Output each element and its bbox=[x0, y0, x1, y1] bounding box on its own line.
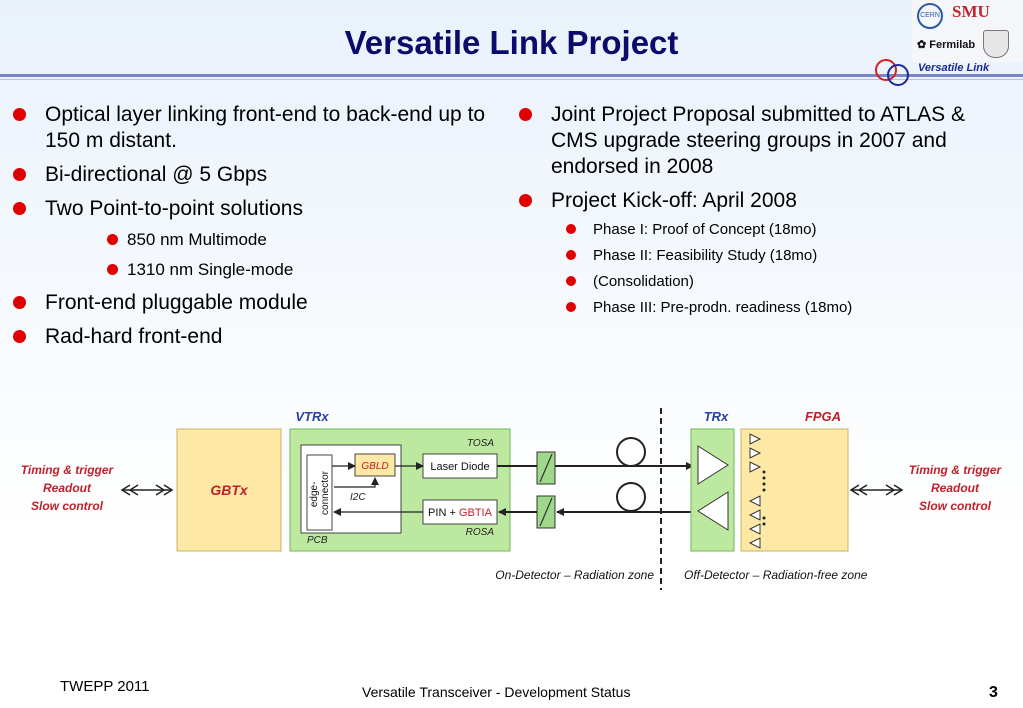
right-bidirectional-arrow-icon bbox=[849, 484, 904, 496]
trx-label: TRx bbox=[704, 409, 729, 424]
gbtx-block bbox=[176, 428, 282, 552]
off-detector-zone-label: Off-Detector – Radiation-free zone bbox=[684, 568, 868, 582]
left-bidirectional-arrow-icon bbox=[120, 484, 174, 496]
versatile-link-tagline: Versatile Link bbox=[918, 62, 990, 74]
bullet-text: Rad-hard front-end bbox=[45, 325, 223, 348]
laser-diode-label: Laser Diode bbox=[430, 461, 489, 473]
left-bullet: Rad-hard front-end bbox=[13, 324, 500, 350]
title-rule bbox=[0, 74, 1023, 77]
left-bullet-list: Optical layer linking front-end to back-… bbox=[13, 102, 500, 358]
trx-receiver-triangle-icon bbox=[697, 445, 729, 485]
smu-logo: SMU bbox=[952, 2, 990, 21]
bullet-dot-icon bbox=[566, 224, 576, 234]
trx-module bbox=[690, 428, 735, 552]
bullet-dot-icon bbox=[107, 234, 118, 245]
left-bullet: Front-end pluggable module bbox=[13, 290, 500, 316]
fpga-io-buffers bbox=[748, 433, 762, 549]
trx-transmitter-triangle-icon bbox=[697, 491, 729, 531]
bullet-dot-icon bbox=[13, 168, 26, 181]
fpga-io-dots bbox=[762, 470, 766, 526]
bullet-text: Front-end pluggable module bbox=[45, 291, 308, 314]
bullet-dot-icon bbox=[566, 250, 576, 260]
edge-connector-line: edge- bbox=[309, 482, 320, 508]
versatile-link-rings-icon bbox=[875, 59, 909, 86]
gbtia-label: GBTIA bbox=[459, 507, 493, 519]
right-bullet: Project Kick-off: April 2008 bbox=[519, 188, 1001, 214]
left-sub-bullet: 1310 nm Single-mode bbox=[107, 260, 500, 280]
pin-gbtia-label: PIN + GBTIA bbox=[428, 507, 493, 519]
right-sub-bullet: (Consolidation) bbox=[566, 272, 1001, 291]
right-sub-bullet: Phase III: Pre-prodn. readiness (18mo) bbox=[566, 298, 1001, 317]
left-signal-label: Readout bbox=[43, 481, 92, 495]
left-bullet: Bi-directional @ 5 Gbps bbox=[13, 162, 500, 188]
bullet-text: Phase III: Pre-prodn. readiness (18mo) bbox=[593, 299, 853, 316]
bullet-text: Two Point-to-point solutions bbox=[45, 197, 303, 220]
fermilab-logo-text: Fermilab bbox=[929, 39, 976, 51]
footer-subtitle: Versatile Transceiver - Development Stat… bbox=[362, 684, 631, 700]
bullet-text: 850 nm Multimode bbox=[127, 230, 267, 249]
right-signal-label: Readout bbox=[931, 481, 980, 495]
edge-connector-label: edge- connector bbox=[309, 470, 331, 515]
cern-logo: CERN bbox=[917, 3, 943, 29]
bullet-text: 1310 nm Single-mode bbox=[127, 260, 294, 279]
link-architecture-diagram: Timing & trigger Readout Slow control GB… bbox=[21, 408, 1003, 590]
i2c-label: I2C bbox=[350, 492, 366, 503]
oxford-crest-icon bbox=[983, 30, 1009, 58]
bullet-text: Joint Project Proposal submitted to ATLA… bbox=[551, 103, 965, 178]
right-sub-bullet: Phase I: Proof of Concept (18mo) bbox=[566, 220, 1001, 239]
page-number: 3 bbox=[989, 684, 998, 701]
fiber-coil-bottom-icon bbox=[616, 482, 646, 512]
bullet-text: Phase I: Proof of Concept (18mo) bbox=[593, 221, 817, 238]
left-bullet: Two Point-to-point solutions bbox=[13, 196, 500, 222]
pcb-label: PCB bbox=[307, 535, 328, 546]
fiber-coil-top-icon bbox=[616, 437, 646, 467]
bullet-dot-icon bbox=[13, 202, 26, 215]
gbld-label: GBLD bbox=[361, 461, 388, 472]
bullet-dot-icon bbox=[107, 264, 118, 275]
laser-diode-block bbox=[422, 453, 498, 479]
left-signal-label: Timing & trigger bbox=[21, 463, 115, 477]
pin-label: PIN + bbox=[428, 507, 459, 519]
bullet-text: Optical layer linking front-end to back-… bbox=[45, 103, 486, 152]
left-signal-label: Slow control bbox=[31, 499, 104, 513]
bullet-dot-icon bbox=[519, 194, 532, 207]
edge-connector-line: connector bbox=[320, 470, 331, 515]
fermilab-logo: ✿ Fermilab bbox=[917, 39, 976, 51]
bullet-dot-icon bbox=[519, 108, 532, 121]
bullet-dot-icon bbox=[13, 330, 26, 343]
bullet-text: Phase II: Feasibility Study (18mo) bbox=[593, 247, 818, 264]
bullet-dot-icon bbox=[566, 276, 576, 286]
bullet-text: Bi-directional @ 5 Gbps bbox=[45, 163, 268, 186]
footer-event: TWEPP 2011 bbox=[60, 678, 150, 695]
on-detector-zone-label: On-Detector – Radiation zone bbox=[495, 568, 654, 582]
left-bullet: Optical layer linking front-end to back-… bbox=[13, 102, 500, 154]
right-signal-label: Timing & trigger bbox=[909, 463, 1003, 477]
left-sub-bullet: 850 nm Multimode bbox=[107, 230, 500, 250]
bullet-dot-icon bbox=[13, 296, 26, 309]
rosa-label: ROSA bbox=[466, 527, 495, 538]
right-signal-label: Slow control bbox=[919, 499, 992, 513]
right-sub-bullet: Phase II: Feasibility Study (18mo) bbox=[566, 246, 1001, 265]
slide-title: Versatile Link Project bbox=[344, 24, 679, 61]
fpga-label: FPGA bbox=[805, 409, 841, 424]
bullet-text: (Consolidation) bbox=[593, 273, 694, 290]
vtrx-label: VTRx bbox=[295, 409, 329, 424]
title-rule-thin bbox=[0, 79, 1023, 80]
bullet-text: Project Kick-off: April 2008 bbox=[551, 189, 797, 212]
tosa-label: TOSA bbox=[467, 438, 494, 449]
edge-connector bbox=[306, 454, 333, 531]
right-bullet-list: Joint Project Proposal submitted to ATLA… bbox=[519, 102, 1001, 324]
pin-gbtia-block bbox=[422, 499, 498, 525]
optical-fibers bbox=[497, 462, 694, 516]
bullet-dot-icon bbox=[13, 108, 26, 121]
internal-signal-lines bbox=[332, 462, 424, 516]
right-bullet: Joint Project Proposal submitted to ATLA… bbox=[519, 102, 1001, 180]
bullet-dot-icon bbox=[566, 302, 576, 312]
gbtx-label: GBTx bbox=[210, 482, 249, 498]
